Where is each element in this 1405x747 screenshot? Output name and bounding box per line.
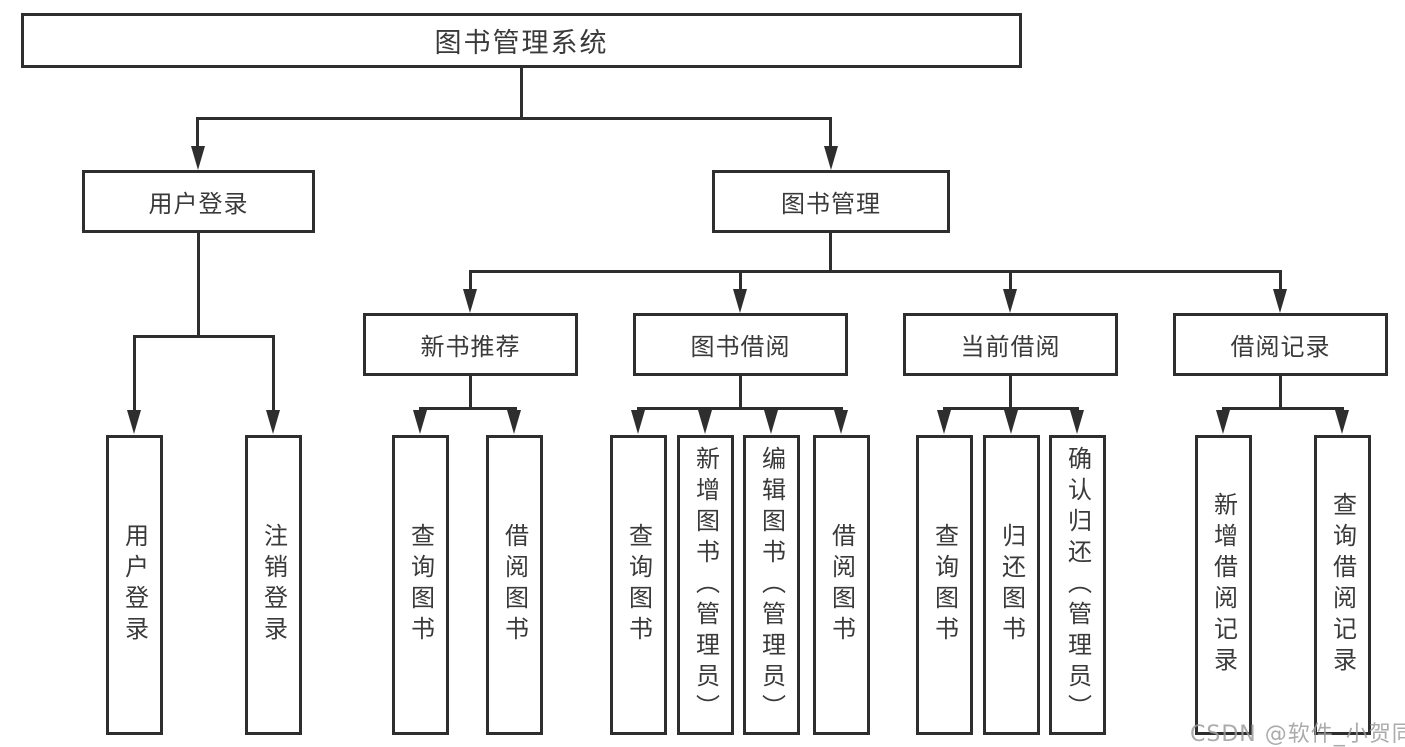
node-label: 借阅记录 [1230, 333, 1331, 361]
node-label: 新增借阅记录 [1209, 492, 1238, 678]
node-bb-query-book: 查询图书 [610, 435, 667, 735]
connector-line [943, 407, 1079, 410]
arrow-down-icon [1003, 289, 1017, 313]
arrow-down-icon [1004, 410, 1018, 434]
connector-line [739, 376, 742, 407]
node-label: 查询借阅记录 [1328, 492, 1357, 678]
node-bb-add-book: 新增图书（管理员） [677, 435, 734, 735]
node-cb-confirm-return: 确认归还（管理员） [1049, 435, 1106, 735]
node-label: 查询图书 [930, 523, 959, 647]
arrow-down-icon [266, 410, 280, 434]
node-label: 用户登录 [148, 190, 249, 218]
node-current-borrow: 当前借阅 [903, 313, 1118, 376]
node-borrow-records: 借阅记录 [1173, 313, 1388, 376]
arrow-down-icon [764, 410, 778, 434]
connector-line [520, 68, 523, 117]
arrow-down-icon [463, 289, 477, 313]
node-label: 新增图书（管理员） [691, 445, 720, 725]
node-label: 查询图书 [624, 523, 653, 647]
connector-line [829, 233, 832, 270]
csdn-watermark: CSDN @软件_小贺同学 [1190, 722, 1405, 747]
connector-line [469, 270, 472, 291]
node-label: 查询图书 [406, 523, 435, 647]
arrow-down-icon [834, 410, 848, 434]
node-br-add-record: 新增借阅记录 [1195, 435, 1252, 735]
node-new-book-recommend: 新书推荐 [363, 313, 578, 376]
node-label: 图书借阅 [690, 333, 791, 361]
connector-line [1279, 270, 1282, 291]
arrow-down-icon [1070, 410, 1084, 434]
node-label: 确认归还（管理员） [1063, 445, 1092, 725]
node-label: 用户登录 [120, 523, 149, 647]
node-label: 编辑图书（管理员） [757, 445, 786, 725]
arrow-down-icon [413, 410, 427, 434]
node-user-login-leaf: 用户登录 [106, 435, 163, 735]
connector-line [196, 117, 199, 150]
arrow-down-icon [937, 410, 951, 434]
node-label: 借阅图书 [827, 523, 856, 647]
node-label: 当前借阅 [960, 333, 1061, 361]
connector-line [419, 407, 517, 410]
connector-line [1279, 376, 1282, 407]
node-label: 图书管理系统 [434, 28, 609, 59]
arrow-down-icon [127, 410, 141, 434]
connector-line [133, 335, 275, 338]
node-label: 图书管理 [781, 190, 881, 218]
node-user-login: 用户登录 [82, 170, 315, 233]
connector-line [469, 376, 472, 407]
node-label: 注销登录 [259, 523, 288, 647]
connector-line [1009, 376, 1012, 407]
connector-line [1222, 407, 1344, 410]
node-label: 借阅图书 [500, 523, 529, 647]
connector-line [1009, 270, 1012, 291]
connector-line [196, 117, 832, 120]
connector-line [133, 335, 136, 412]
node-cb-query-book: 查询图书 [916, 435, 973, 735]
node-label: 归还图书 [997, 523, 1026, 647]
arrow-down-icon [1335, 410, 1349, 434]
node-nb-query-book: 查询图书 [392, 435, 449, 735]
connector-line [829, 117, 832, 150]
node-br-query-record: 查询借阅记录 [1314, 435, 1371, 735]
arrow-down-icon [507, 410, 521, 434]
arrow-down-icon [1216, 410, 1230, 434]
node-nb-borrow-book: 借阅图书 [486, 435, 543, 735]
connector-line [739, 270, 742, 291]
node-logout: 注销登录 [245, 435, 302, 735]
node-book-management: 图书管理 [712, 170, 950, 233]
node-book-borrow: 图书借阅 [633, 313, 848, 376]
arrow-down-icon [631, 410, 645, 434]
node-bb-borrow-book: 借阅图书 [813, 435, 870, 735]
node-cb-return-book: 归还图书 [983, 435, 1040, 735]
arrow-down-icon [191, 146, 205, 170]
connector-line [469, 270, 1282, 273]
connector-line [197, 233, 200, 335]
arrow-down-icon [733, 289, 747, 313]
arrow-down-icon [824, 146, 838, 170]
connector-line [637, 407, 843, 410]
connector-line [272, 335, 275, 412]
arrow-down-icon [698, 410, 712, 434]
node-label: 新书推荐 [420, 333, 521, 361]
arrow-down-icon [1273, 289, 1287, 313]
node-root: 图书管理系统 [21, 13, 1022, 68]
node-bb-edit-book: 编辑图书（管理员） [743, 435, 800, 735]
